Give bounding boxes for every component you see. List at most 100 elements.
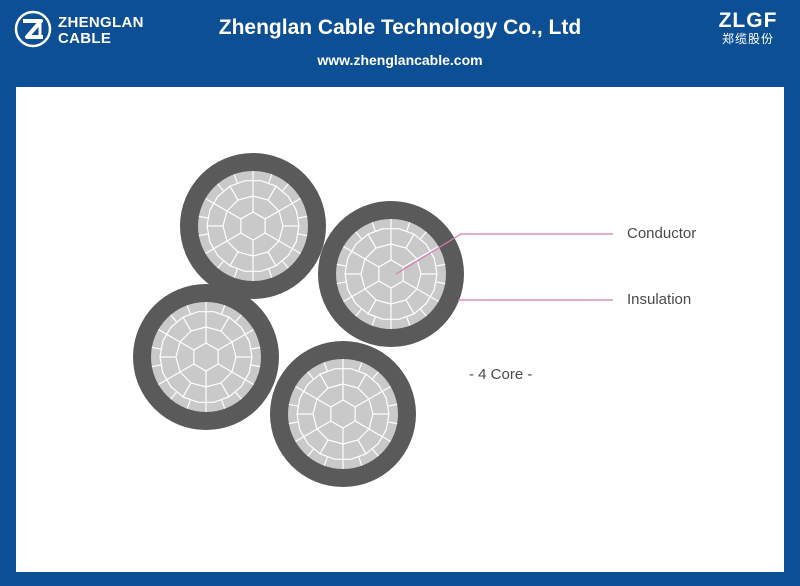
conductor-strand [436, 281, 446, 285]
zlgf-logo[interactable]: ZLGF 郑缆股份 [706, 10, 790, 50]
conductor-strand [186, 400, 191, 409]
conductor-strand [288, 403, 298, 407]
conductor-strand [245, 328, 254, 335]
conductor-strand [323, 362, 328, 371]
conductor-strand [179, 341, 195, 351]
conductor-strand [221, 305, 226, 314]
cable-core [133, 284, 279, 430]
conductor-strand [251, 364, 261, 368]
zlgf-logo-text: ZLGF [718, 9, 778, 32]
conductor-strand [368, 390, 384, 400]
conductor-strand [170, 314, 177, 323]
conductor-strand [371, 317, 376, 326]
conductor-strand [357, 439, 367, 455]
conductor-area [151, 302, 261, 412]
conductor-strand [278, 202, 294, 212]
conductor-strand [217, 260, 224, 269]
conductor-strand [298, 233, 308, 237]
conductor-strand [229, 251, 239, 267]
conductor-strand [402, 258, 418, 268]
conductor-strand [336, 263, 346, 267]
conductor-strand [307, 371, 314, 380]
conductor-leader-line [395, 233, 613, 275]
conductor-label: Conductor [627, 225, 697, 242]
conductor-strand [405, 299, 415, 315]
insulation-label: Insulation [627, 291, 692, 308]
header-banner: ZHENGLAN CABLE Zhenglan Cable Technology… [0, 0, 800, 86]
conductor-strand [382, 385, 391, 392]
conductor-strand [170, 391, 177, 400]
conductor-strand [235, 314, 242, 323]
conductor-strand [355, 308, 362, 317]
conductor-strand [212, 202, 228, 212]
conductor-strand [158, 379, 167, 386]
conductor-strand [358, 457, 363, 466]
diagram-panel: Conductor Insulation - 4 Core - [16, 87, 784, 572]
company-logo[interactable]: ZHENGLAN CABLE [14, 10, 154, 50]
conductor-strand [264, 232, 280, 242]
conductor-strand [302, 390, 318, 400]
conductor-strand [217, 363, 233, 373]
conductor-strand [226, 210, 242, 220]
conductor-strand [364, 280, 380, 290]
conductor-area [198, 171, 308, 281]
conductor-strand [367, 233, 377, 249]
conductor-strand [217, 183, 224, 192]
conductor-strand [336, 281, 346, 285]
conductor-strand [292, 197, 301, 204]
conductor-strand [179, 363, 195, 373]
conductor-strand [231, 371, 247, 381]
conductor-strand [182, 316, 192, 332]
conductor-strand [323, 457, 328, 466]
conductor-strand [251, 346, 261, 350]
conductor-strand [372, 448, 379, 457]
conductor-strand [357, 373, 367, 389]
conductor-strand [288, 421, 298, 425]
conductor-strand [364, 258, 380, 268]
conductor-strand [158, 328, 167, 335]
conductor-strand [267, 185, 277, 201]
conductor-strand [205, 197, 214, 204]
conductor-strand [282, 260, 289, 269]
conductor-strand [368, 428, 384, 438]
conductor-strand [420, 231, 427, 240]
conductor-strand [350, 250, 366, 260]
conductor-strand [233, 269, 238, 278]
conductor-strand [367, 299, 377, 315]
conductor-strand [229, 185, 239, 201]
conductor-strand [402, 280, 418, 290]
conductor-strand [405, 233, 415, 249]
conductor-strand [354, 420, 370, 430]
conductor-strand [151, 346, 161, 350]
conductor-strand [165, 333, 181, 343]
conductor-strand [295, 385, 304, 392]
conductor-strand [282, 183, 289, 192]
conductor-strand [212, 240, 228, 250]
core-count-label: - 4 Core - [469, 366, 533, 383]
conductor-strand [292, 248, 301, 255]
company-title: Zhenglan Cable Technology Co., Ltd [218, 16, 582, 39]
conductor-strand [371, 222, 376, 231]
website-link[interactable]: www.zhenglancable.com [317, 52, 483, 68]
zlgf-logo-chinese: 郑缆股份 [721, 32, 774, 46]
conductor-strand [205, 248, 214, 255]
cable-core [318, 201, 464, 347]
conductor-strand [382, 436, 391, 443]
conductor-strand [354, 398, 370, 408]
conductor-area [336, 219, 446, 329]
brand-subname: CABLE [58, 30, 112, 47]
conductor-area [288, 359, 398, 469]
conductor-strand [221, 400, 226, 409]
conductor-strand [372, 371, 379, 380]
conductor-strand [165, 371, 181, 381]
conductor-strand [198, 215, 208, 219]
conductor-strand [220, 316, 230, 332]
conductor-strand [406, 317, 411, 326]
conductor-strand [231, 333, 247, 343]
conductor-strand [355, 231, 362, 240]
conductor-strand [350, 288, 366, 298]
conductor-strand [186, 305, 191, 314]
conductor-strand [316, 398, 332, 408]
conductor-strand [343, 296, 352, 303]
conductor-strand [343, 245, 352, 252]
